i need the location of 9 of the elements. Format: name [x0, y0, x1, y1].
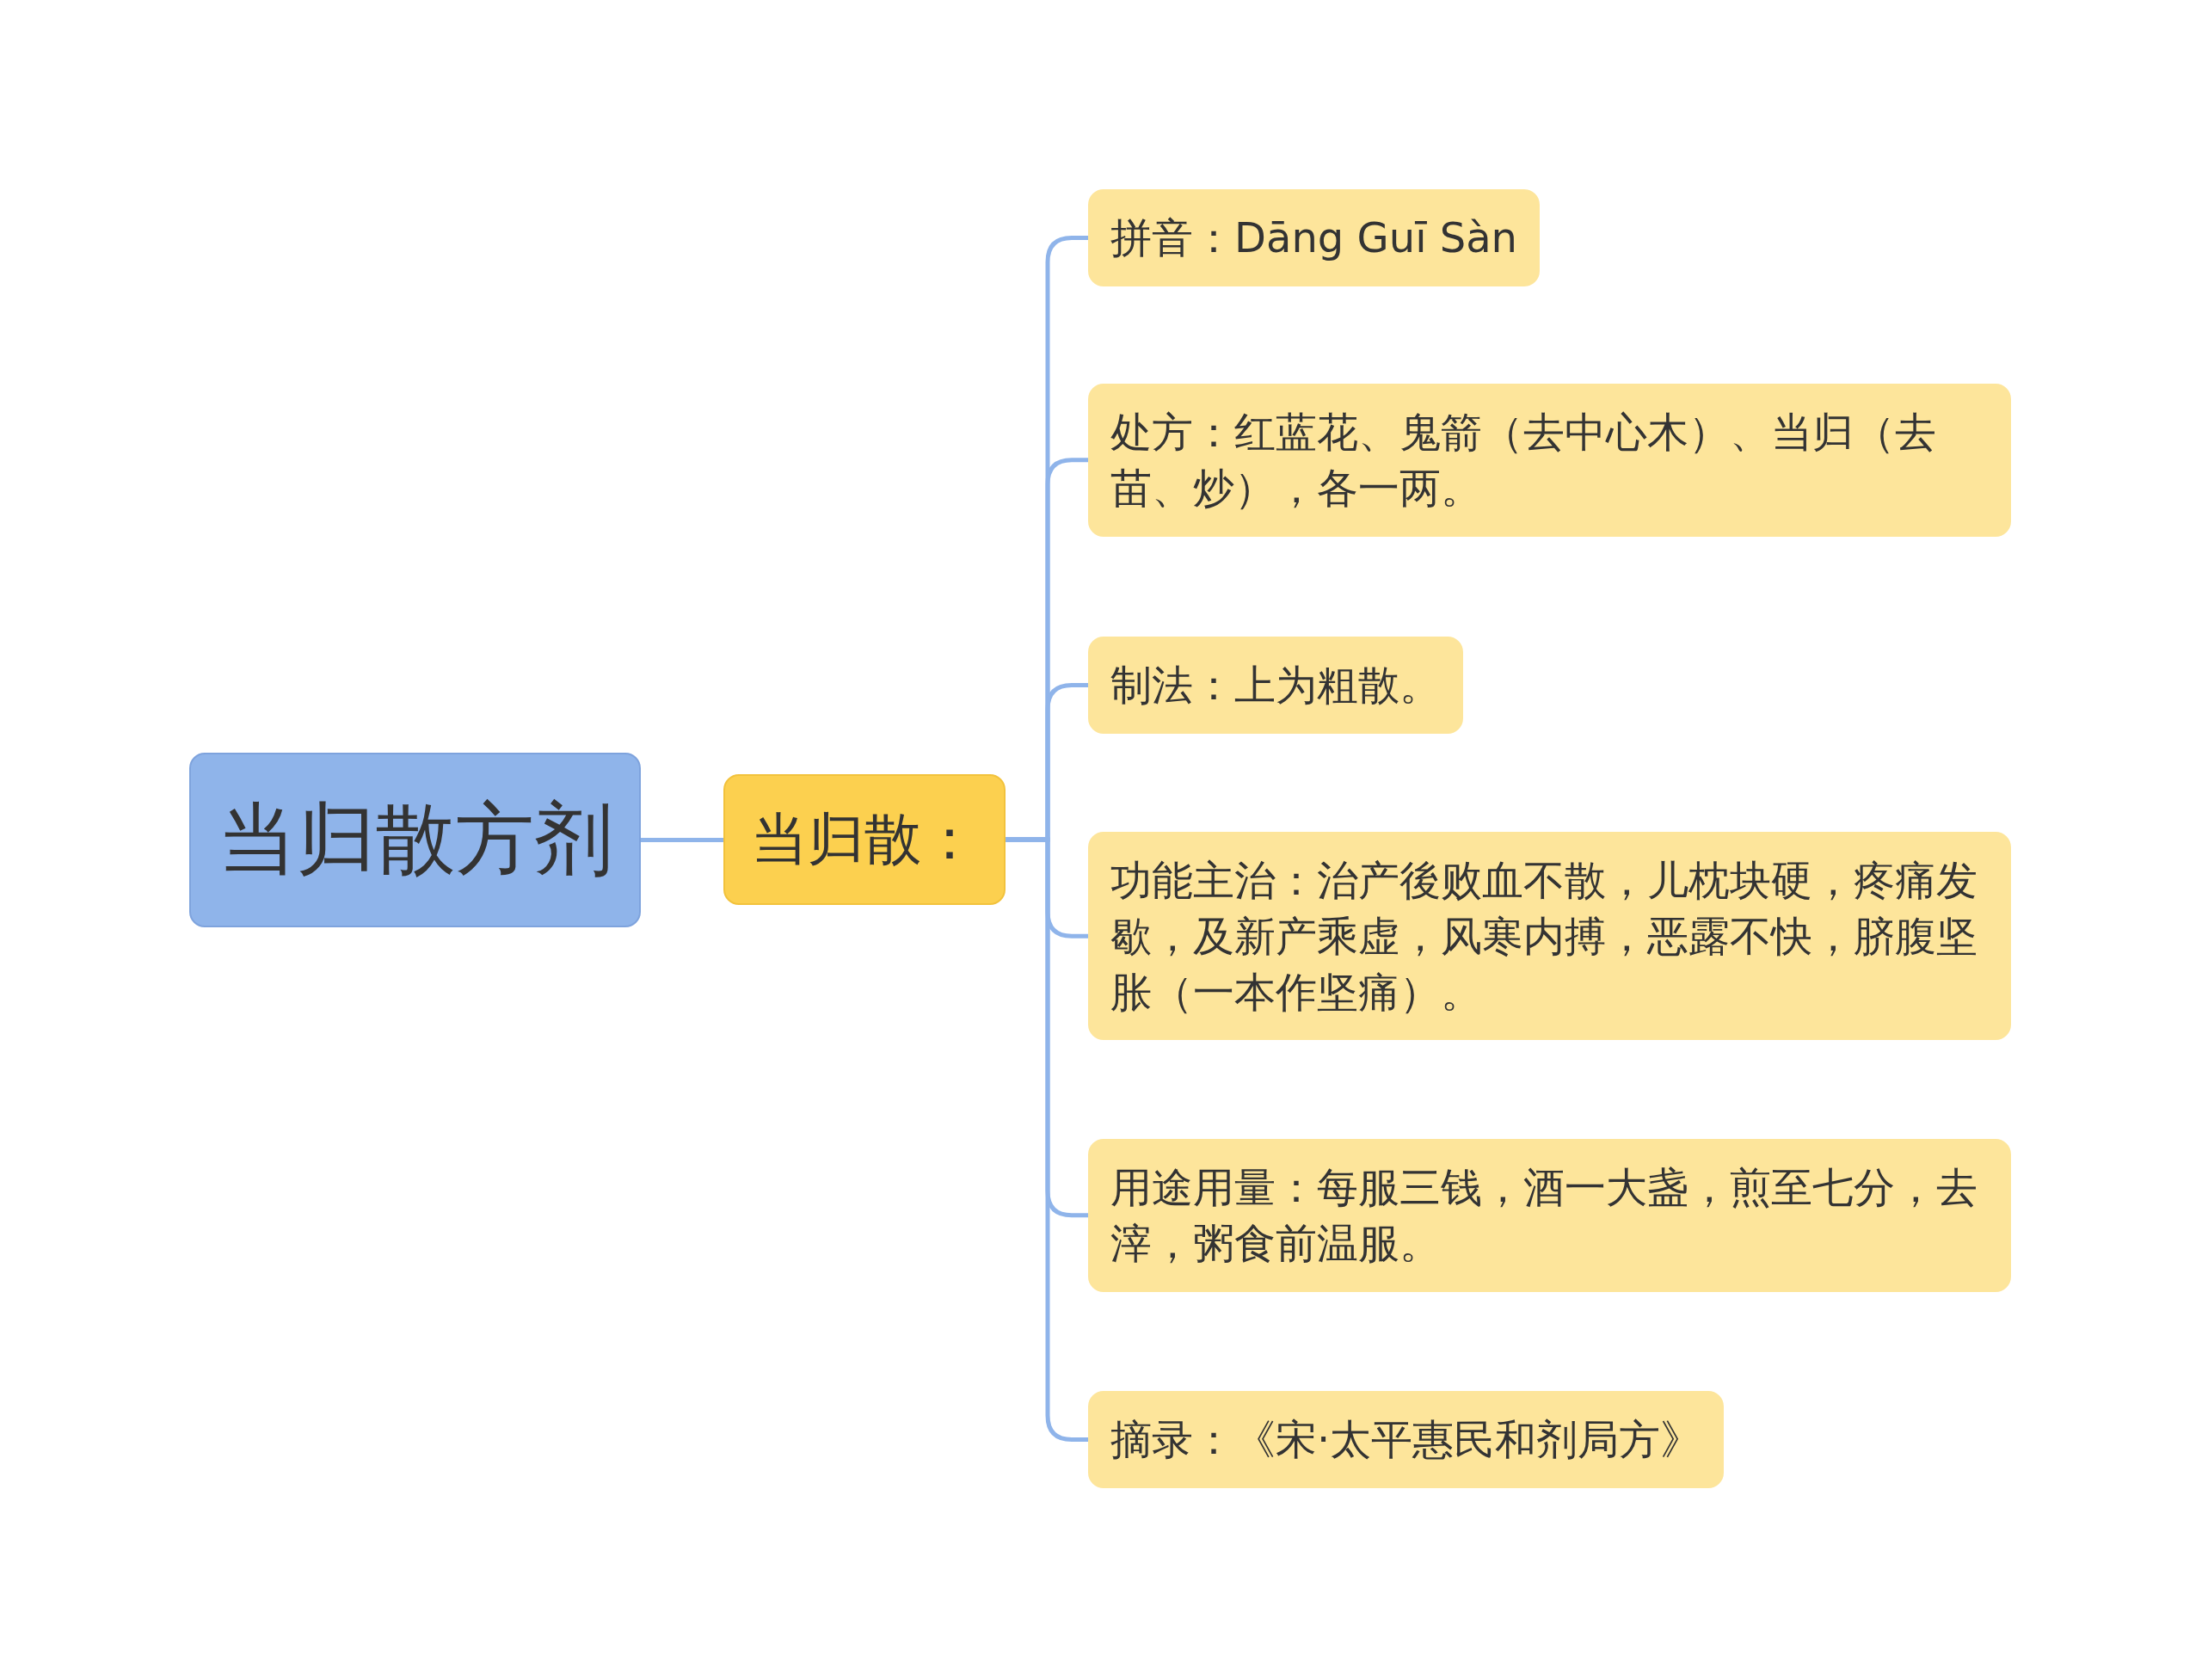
note-box: 用途用量：每服三钱，酒一大盏，煎至七分，去滓，粥食前温服。 [1088, 1139, 2011, 1292]
topic-box: 当归散： [723, 774, 1006, 905]
connector [641, 838, 723, 842]
note-box: 制法：上为粗散。 [1088, 637, 1463, 734]
note-box: 拼音：Dāng Guī Sàn [1088, 189, 1541, 286]
note-box: 摘录：《宋·太平惠民和剂局方》 [1088, 1391, 1725, 1488]
root-box: 当归散方剂 [189, 753, 641, 927]
note-box: 处方：红蓝花、鬼箭（去中心木）、当归（去苗、炒），各一两。 [1088, 384, 2011, 537]
note-box: 功能主治：治产後败血不散，儿枕块硬，疼痛发歇，及新产乘虚，风寒内搏，恶露不快，脐腹坚胀（一本作坚痛）。 [1088, 832, 2011, 1041]
